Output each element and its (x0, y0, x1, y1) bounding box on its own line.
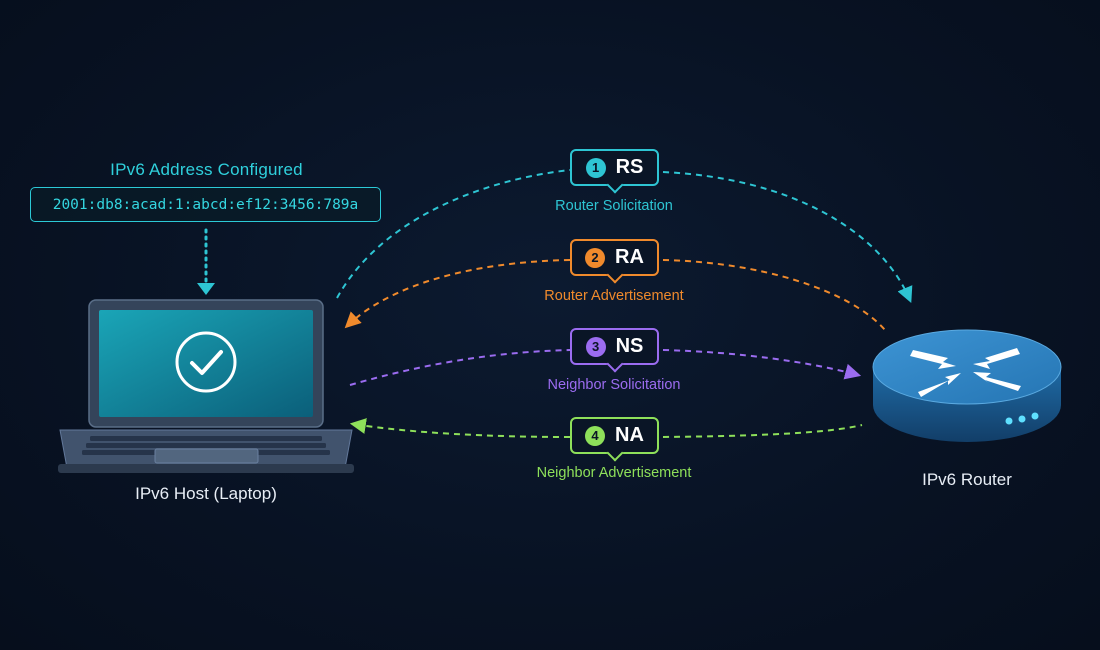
ns-label: Neighbor Solicitation (547, 377, 681, 393)
ns-arrow-right (662, 349, 862, 380)
rs-arrow (336, 169, 571, 299)
ra-arrow (344, 259, 571, 329)
ns-arrow (349, 349, 571, 386)
na-badge: 4 NA (570, 417, 659, 454)
rs-label: Router Solicitation (555, 198, 673, 214)
address-connector (197, 228, 215, 295)
ipv6-address-value: 2001:db8:acad:1:abcd:ef12:3456:789a (52, 196, 359, 213)
ns-code: NS (615, 335, 644, 357)
rs-badge: 1 RS (570, 149, 659, 186)
ipv6-address-box: 2001:db8:acad:1:abcd:ef12:3456:789a (30, 187, 381, 222)
ra-arrow-right (662, 259, 886, 331)
step-number-icon: 1 (585, 157, 606, 178)
ns-badge: 3 NS (570, 328, 659, 365)
router-label: IPv6 Router (922, 470, 1012, 489)
address-config-title: IPv6 Address Configured (110, 160, 303, 179)
step-number-icon: 2 (585, 247, 606, 268)
ra-code: RA (615, 246, 644, 268)
na-arrow (349, 418, 571, 438)
rs-code: RS (615, 156, 644, 178)
host-label: IPv6 Host (Laptop) (135, 484, 277, 503)
router-icon (872, 329, 1062, 442)
ra-badge: 2 RA (570, 239, 659, 276)
laptop-icon (58, 299, 354, 473)
na-arrow-right (662, 424, 863, 438)
rs-arrow-right (662, 171, 913, 303)
na-label: Neighbor Advertisement (536, 465, 692, 481)
ra-label: Router Advertisement (544, 288, 684, 304)
step-number-icon: 4 (585, 425, 606, 446)
checkmark-icon (175, 331, 237, 393)
step-number-icon: 3 (585, 336, 606, 357)
na-code: NA (615, 424, 644, 446)
